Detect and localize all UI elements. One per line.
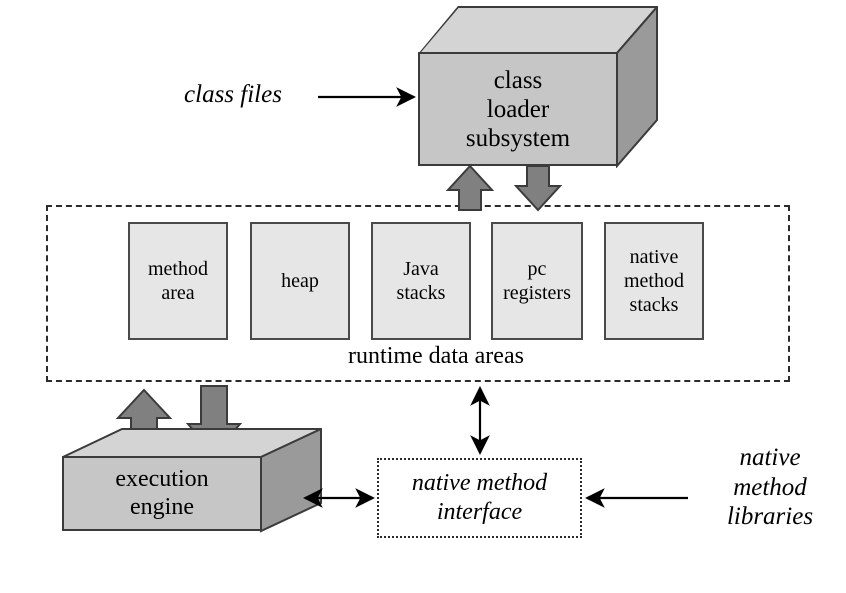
memory-box-java-stacks: Java stacks <box>371 222 471 340</box>
class-loader-box-right-face <box>616 6 660 168</box>
class-files-label: class files <box>184 81 282 108</box>
native-method-libraries-label: native method libraries <box>726 444 814 530</box>
class-loader-label: class loader subsystem <box>465 66 571 152</box>
runtime-data-areas-caption: runtime data areas <box>348 343 524 369</box>
execution-engine-label: execution engine <box>115 465 209 520</box>
memory-box-pc-registers: pc registers <box>491 222 583 340</box>
class-loader-subsystem-box: class loader subsystem <box>418 6 660 168</box>
memory-box-method-area: method area <box>128 222 228 340</box>
memory-box-native-method-stacks: native method stacks <box>604 222 704 340</box>
memory-box-heap: heap <box>250 222 350 340</box>
native-method-interface-box: native method interface <box>377 458 582 538</box>
class-loader-box-front-face <box>418 52 618 166</box>
execution-engine-box: execution engine <box>62 428 322 558</box>
block-arrow-loader-down <box>513 165 563 212</box>
runtime-data-areas-container <box>46 205 790 382</box>
block-arrow-loader-up <box>445 164 495 211</box>
execution-engine-box-right-face <box>259 428 323 560</box>
execution-engine-box-front-face <box>62 456 262 531</box>
